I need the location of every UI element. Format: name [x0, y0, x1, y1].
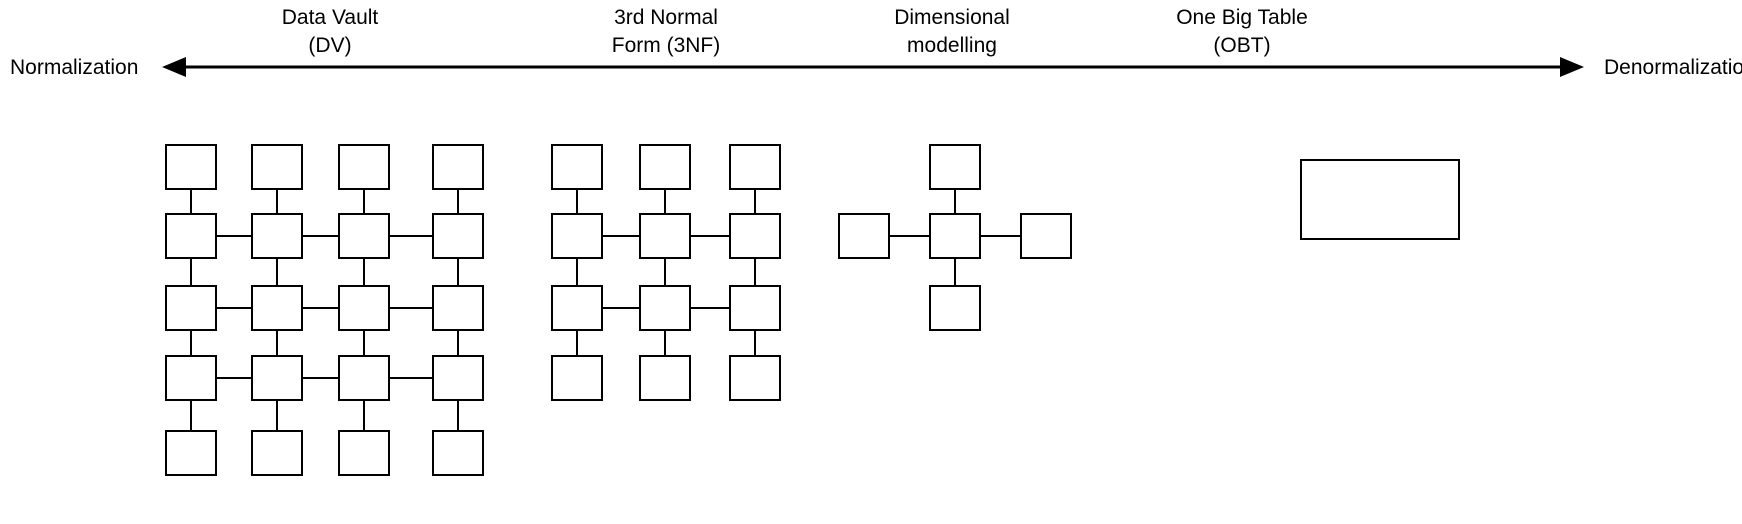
table-node: [432, 430, 484, 476]
table-link-horizontal: [981, 235, 1020, 237]
table-link-horizontal: [217, 307, 251, 309]
caption-one-big-table: One Big Table (OBT): [1176, 6, 1308, 57]
dimension-table-node: [838, 213, 890, 259]
fact-table-node: [929, 213, 981, 259]
table-node: [338, 430, 390, 476]
table-link-vertical: [190, 331, 192, 355]
dimension-table-node: [929, 144, 981, 190]
table-node: [432, 213, 484, 259]
table-link-horizontal: [890, 235, 929, 237]
table-link-horizontal: [217, 235, 251, 237]
table-link-vertical: [576, 259, 578, 285]
table-link-vertical: [363, 331, 365, 355]
table-link-horizontal: [603, 307, 639, 309]
table-link-vertical: [754, 331, 756, 355]
table-node: [432, 355, 484, 401]
table-link-vertical: [457, 331, 459, 355]
table-node: [551, 285, 603, 331]
dimension-table-node: [929, 285, 981, 331]
table-link-horizontal: [603, 235, 639, 237]
table-node: [639, 144, 691, 190]
table-link-horizontal: [691, 235, 729, 237]
table-node: [251, 430, 303, 476]
table-link-vertical: [457, 259, 459, 285]
normalization-spectrum-arrow-icon: [162, 50, 1584, 84]
table-node: [729, 355, 781, 401]
table-link-vertical: [190, 401, 192, 430]
table-link-vertical: [457, 401, 459, 430]
table-node: [251, 355, 303, 401]
table-node: [639, 285, 691, 331]
table-link-vertical: [664, 259, 666, 285]
table-link-vertical: [363, 401, 365, 430]
table-node: [639, 213, 691, 259]
table-link-vertical: [276, 331, 278, 355]
table-link-vertical: [954, 259, 956, 285]
table-node: [432, 285, 484, 331]
table-link-vertical: [754, 259, 756, 285]
table-node: [165, 430, 217, 476]
caption-third-normal-form: 3rd Normal Form (3NF): [611, 6, 721, 57]
table-link-horizontal: [691, 307, 729, 309]
table-link-vertical: [363, 259, 365, 285]
table-link-vertical: [664, 331, 666, 355]
table-node: [165, 213, 217, 259]
table-node: [251, 144, 303, 190]
table-link-vertical: [576, 331, 578, 355]
table-node: [338, 355, 390, 401]
table-node: [432, 144, 484, 190]
table-node: [639, 355, 691, 401]
table-link-vertical: [190, 259, 192, 285]
table-link-vertical: [276, 190, 278, 213]
table-link-vertical: [576, 190, 578, 213]
table-link-vertical: [954, 190, 956, 213]
one-big-table-node: [1300, 159, 1460, 240]
table-node: [165, 144, 217, 190]
table-link-horizontal: [390, 377, 432, 379]
table-link-horizontal: [303, 307, 338, 309]
table-link-horizontal: [390, 235, 432, 237]
denormalization-axis-label: Denormalization: [1604, 56, 1742, 79]
caption-data-vault: Data Vault (DV): [281, 6, 379, 57]
table-link-vertical: [276, 259, 278, 285]
table-node: [165, 355, 217, 401]
table-node: [165, 285, 217, 331]
caption-dimensional-modelling: Dimensional modelling: [894, 6, 1010, 57]
table-node: [551, 144, 603, 190]
table-link-vertical: [190, 190, 192, 213]
normalization-axis-label: Normalization: [10, 56, 139, 79]
table-node: [338, 213, 390, 259]
table-node: [251, 213, 303, 259]
table-link-vertical: [754, 190, 756, 213]
table-node: [338, 285, 390, 331]
dimension-table-node: [1020, 213, 1072, 259]
table-node: [551, 355, 603, 401]
table-node: [729, 144, 781, 190]
table-link-horizontal: [303, 377, 338, 379]
table-node: [729, 285, 781, 331]
table-link-horizontal: [217, 377, 251, 379]
table-node: [338, 144, 390, 190]
table-link-vertical: [457, 190, 459, 213]
table-link-vertical: [363, 190, 365, 213]
table-link-vertical: [664, 190, 666, 213]
table-node: [551, 213, 603, 259]
table-node: [251, 285, 303, 331]
table-node: [729, 213, 781, 259]
table-link-vertical: [276, 401, 278, 430]
table-link-horizontal: [390, 307, 432, 309]
table-link-horizontal: [303, 235, 338, 237]
